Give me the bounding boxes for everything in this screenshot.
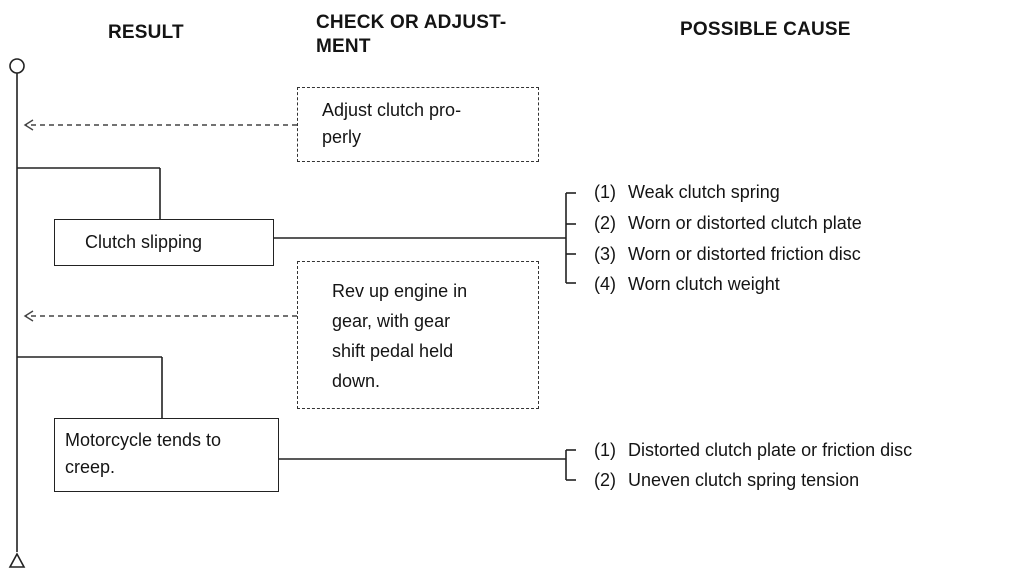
- check-2-line2: gear, with gear: [332, 311, 451, 331]
- result-box-motorcycle-creep: Motorcycle tends to creep.: [54, 418, 279, 492]
- cause-text: Distorted clutch plate or friction disc: [628, 440, 913, 460]
- check-1-line2: perly: [322, 127, 362, 147]
- arrow-left-icon: [23, 119, 34, 131]
- result-1-line1: Clutch slipping: [85, 232, 203, 252]
- header-check-line2: MENT: [316, 36, 371, 57]
- check-1-line1: Adjust clutch pro-: [322, 100, 462, 120]
- cause-text: Weak clutch spring: [628, 182, 780, 202]
- cause-item: (4) Worn clutch weight: [594, 273, 780, 295]
- cause-number: (4): [594, 274, 616, 294]
- result-box-clutch-slipping: Clutch slipping: [54, 219, 274, 266]
- header-possible-cause: POSSIBLE CAUSE: [680, 19, 851, 40]
- cause-item: (1) Weak clutch spring: [594, 181, 780, 203]
- end-triangle-icon: [8, 552, 26, 568]
- check-2-line4: down.: [332, 371, 381, 391]
- result-2-line1: Motorcycle tends to: [65, 430, 222, 450]
- check-2-line3: shift pedal held: [332, 341, 454, 361]
- cause-number: (2): [594, 213, 616, 233]
- cause-number: (3): [594, 244, 616, 264]
- header-check-line1: CHECK OR ADJUST-: [316, 12, 507, 33]
- cause-text: Uneven clutch spring tension: [628, 470, 860, 490]
- cause-item: (2) Worn or distorted clutch plate: [594, 212, 862, 234]
- cause-number: (1): [594, 440, 616, 460]
- cause-text: Worn or distorted friction disc: [628, 244, 861, 264]
- check-box-rev-engine: Rev up engine in gear, with gear shift p…: [297, 261, 539, 409]
- header-result: RESULT: [108, 22, 184, 43]
- cause-number: (1): [594, 182, 616, 202]
- cause-text: Worn or distorted clutch plate: [628, 213, 862, 233]
- result-2-line2: creep.: [65, 457, 116, 477]
- cause-item: (3) Worn or distorted friction disc: [594, 243, 861, 265]
- cause-item: (2) Uneven clutch spring tension: [594, 469, 859, 491]
- start-circle-icon: [9, 58, 25, 74]
- check-2-line1: Rev up engine in: [332, 281, 468, 301]
- check-box-adjust-clutch: Adjust clutch pro- perly: [297, 87, 539, 162]
- cause-text: Worn clutch weight: [628, 274, 780, 294]
- arrow-left-icon: [23, 310, 34, 322]
- cause-item: (1) Distorted clutch plate or friction di…: [594, 439, 912, 461]
- cause-number: (2): [594, 470, 616, 490]
